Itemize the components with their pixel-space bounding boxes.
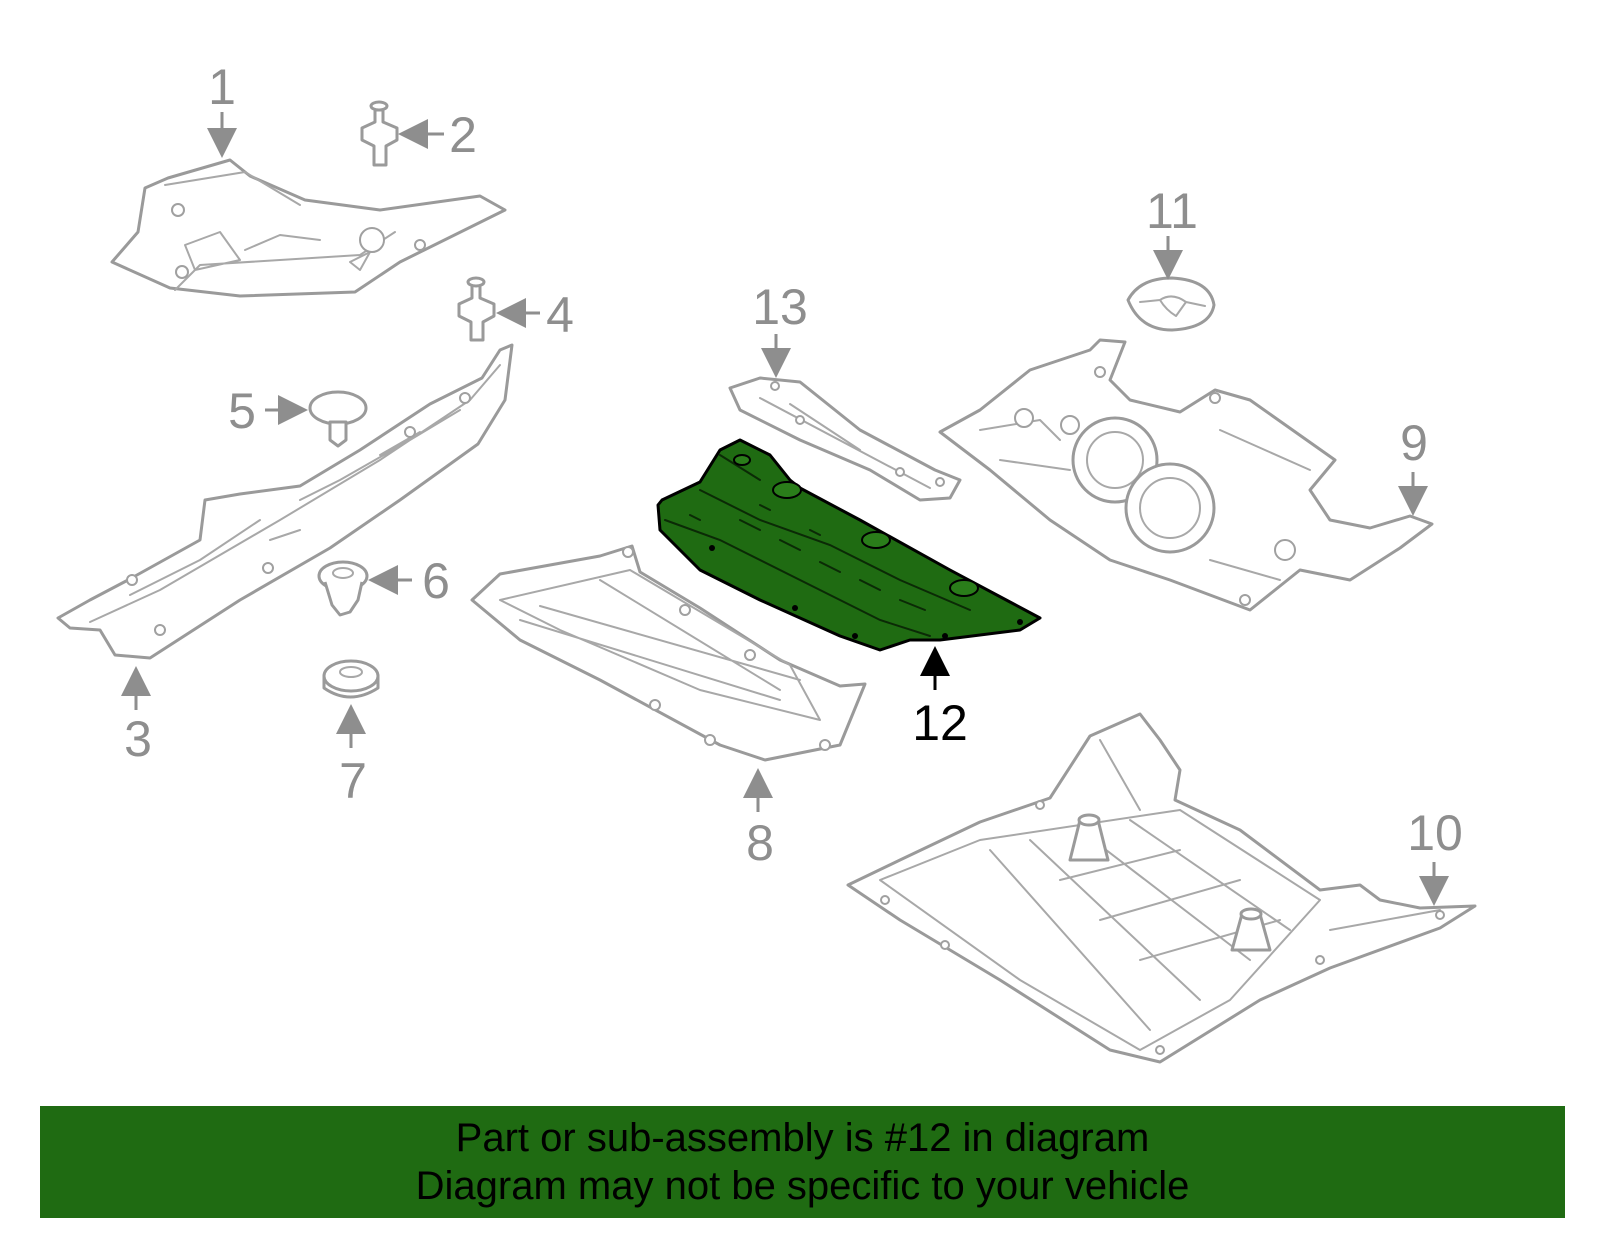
part-3-side-panel[interactable]: [56, 343, 514, 660]
callout-8: 8: [746, 815, 774, 871]
parts-diagram: 1 2 3 4 5 6 7 8 9 10 11 12 13: [56, 59, 1477, 1064]
callout-4: 4: [546, 287, 574, 343]
callout-1: 1: [208, 59, 236, 115]
callout-13: 13: [752, 279, 808, 335]
callout-10: 10: [1407, 805, 1463, 861]
part-5-plug[interactable]: [308, 390, 368, 448]
part-12-highlighted-shield[interactable]: [656, 438, 1042, 652]
part-9-rear-shield[interactable]: [938, 338, 1434, 612]
callout-2: 2: [449, 107, 477, 163]
callout-3: 3: [124, 711, 152, 767]
part-1-front-shield[interactable]: [110, 158, 507, 298]
callout-12: 12: [912, 695, 968, 751]
part-4-clip[interactable]: [457, 276, 496, 342]
callout-5: 5: [228, 383, 256, 439]
part-11-ring[interactable]: [1126, 276, 1216, 332]
part-6-nut[interactable]: [317, 560, 369, 617]
caption-banner: Part or sub-assembly is #12 in diagram D…: [40, 1106, 1565, 1218]
callout-9: 9: [1400, 415, 1428, 471]
part-10-floor-panel[interactable]: [846, 712, 1477, 1064]
callout-arrows: [121, 112, 1449, 906]
banner-line-1: Part or sub-assembly is #12 in diagram: [455, 1116, 1150, 1160]
part-8-lower-tray[interactable]: [470, 544, 867, 762]
banner-line-2: Diagram may not be specific to your vehi…: [415, 1164, 1190, 1208]
part-2-clip[interactable]: [360, 100, 399, 167]
callout-11: 11: [1146, 183, 1198, 239]
callout-6: 6: [422, 553, 450, 609]
callout-7: 7: [339, 753, 367, 809]
part-7-grommet[interactable]: [322, 659, 380, 699]
part-13-strip[interactable]: [728, 376, 962, 502]
